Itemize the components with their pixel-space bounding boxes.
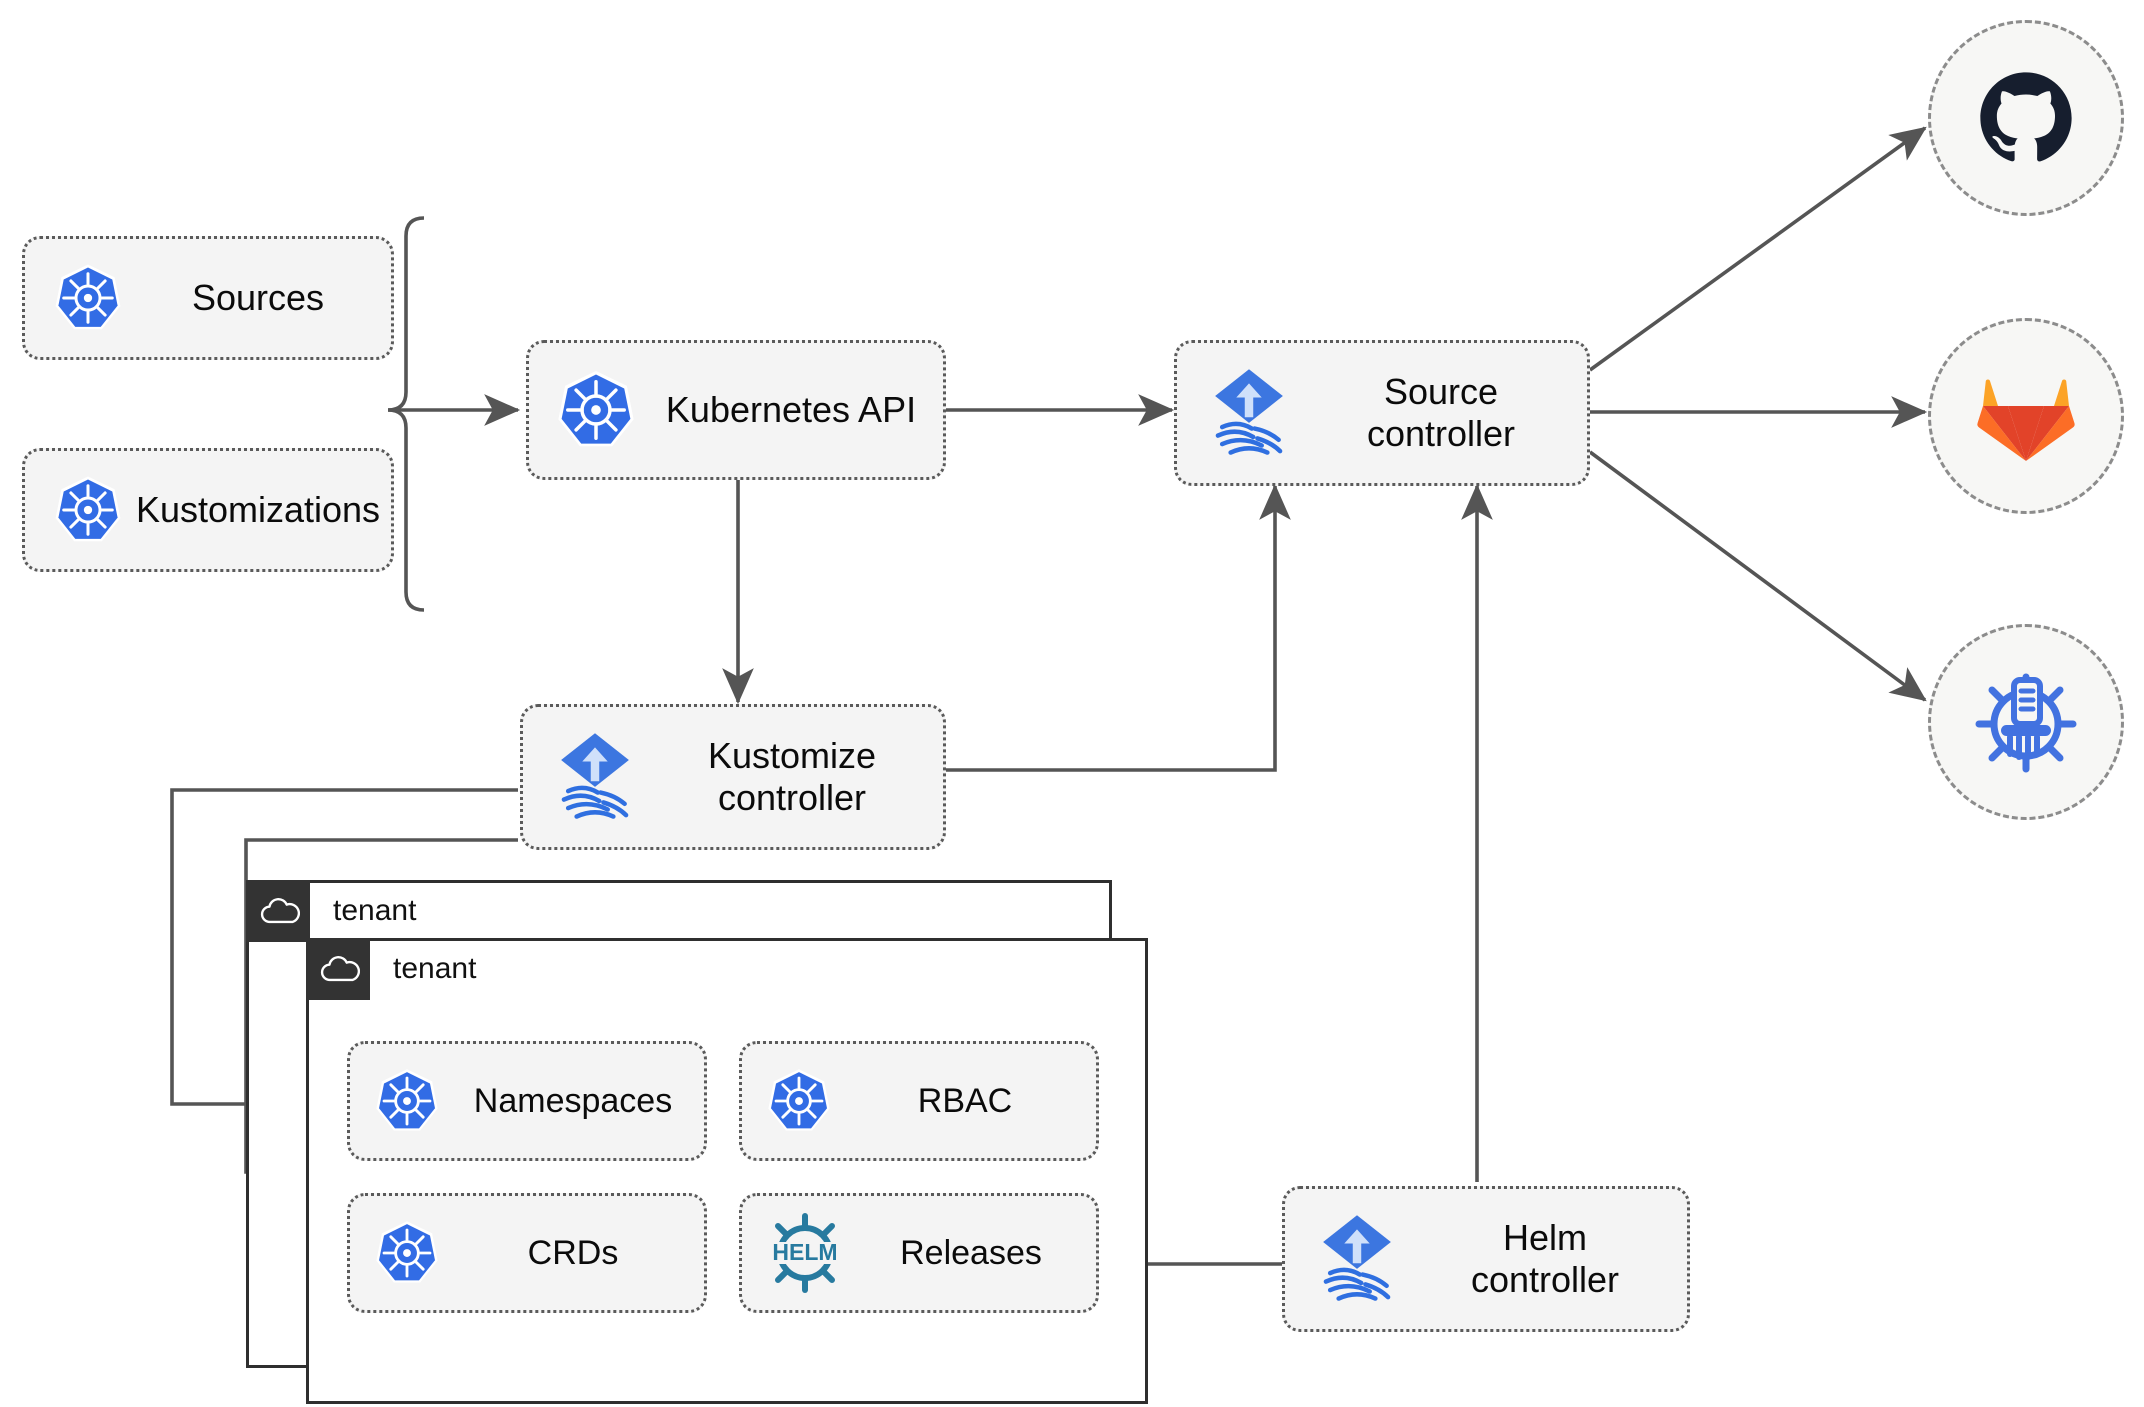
- github-icon: [1974, 66, 2078, 170]
- kubernetes-icon: [553, 367, 639, 453]
- tenant-resource-label: Namespaces: [473, 1081, 673, 1120]
- kubernetes-api-label: Kubernetes API: [665, 388, 917, 430]
- cloud-icon: [260, 897, 300, 925]
- helm-icon: HELM: [764, 1212, 846, 1294]
- tenant-resource-rbac[interactable]: RBAC: [739, 1041, 1099, 1161]
- repository-circle-github[interactable]: [1928, 20, 2124, 216]
- tenant-label-back: tenant: [333, 894, 417, 927]
- kustomize-controller-line1: Kustomize: [707, 734, 877, 776]
- tenant-panel-front[interactable]: tenant Namespaces: [306, 938, 1148, 1404]
- tenant-resource-namespaces[interactable]: Namespaces: [347, 1041, 707, 1161]
- kubernetes-icon: [372, 1218, 442, 1288]
- kustomize-controller-label: Kustomize controller: [641, 735, 943, 820]
- resource-box-kustomizations[interactable]: Kustomizations: [22, 448, 394, 572]
- helm-repository-icon: [1971, 667, 2081, 777]
- edge-source-github: [1588, 126, 1927, 372]
- repository-circle-helm[interactable]: [1928, 624, 2124, 820]
- flux-icon: [549, 729, 641, 825]
- source-controller-box[interactable]: Source controller: [1174, 340, 1590, 486]
- resource-label: Kustomizations: [135, 488, 381, 530]
- repository-circle-gitlab[interactable]: [1928, 318, 2124, 514]
- kubernetes-icon: [51, 261, 125, 335]
- helm-wordmark: HELM: [772, 1239, 837, 1265]
- tenant-label-front: tenant: [393, 952, 477, 985]
- edge-kustomize-source: [946, 483, 1291, 772]
- gitlab-icon: [1976, 369, 2076, 463]
- tenant-resource-crds[interactable]: CRDs: [347, 1193, 707, 1313]
- source-controller-line2: controller: [1366, 413, 1516, 454]
- kubernetes-icon: [764, 1066, 834, 1136]
- kubernetes-api-box[interactable]: Kubernetes API: [526, 340, 946, 480]
- resource-box-sources[interactable]: Sources: [22, 236, 394, 360]
- tenant-tab-back: [246, 880, 310, 942]
- helm-controller-line2: controller: [1470, 1259, 1620, 1300]
- kubernetes-icon: [372, 1066, 442, 1136]
- source-controller-line1: Source: [1383, 370, 1499, 412]
- kustomize-controller-line2: controller: [717, 777, 867, 818]
- tenant-tab-front: [306, 938, 370, 1000]
- source-controller-label: Source controller: [1295, 371, 1587, 456]
- cloud-icon: [320, 955, 360, 983]
- kustomize-controller-box[interactable]: Kustomize controller: [520, 704, 946, 850]
- kubernetes-icon: [51, 473, 125, 547]
- helm-controller-label: Helm controller: [1403, 1217, 1687, 1302]
- edge-source-helmrepo: [1588, 450, 1927, 702]
- tenant-resource-label: Releases: [900, 1233, 1042, 1272]
- tenant-resource-label: RBAC: [917, 1081, 1013, 1120]
- tenant-resource-releases[interactable]: HELM Releases: [739, 1193, 1099, 1313]
- flux-icon: [1203, 365, 1295, 461]
- flux-icon: [1311, 1211, 1403, 1307]
- tenant-resource-label: CRDs: [527, 1233, 619, 1272]
- helm-controller-box[interactable]: Helm controller: [1282, 1186, 1690, 1332]
- resource-label: Sources: [191, 276, 325, 318]
- helm-controller-line1: Helm: [1502, 1216, 1587, 1258]
